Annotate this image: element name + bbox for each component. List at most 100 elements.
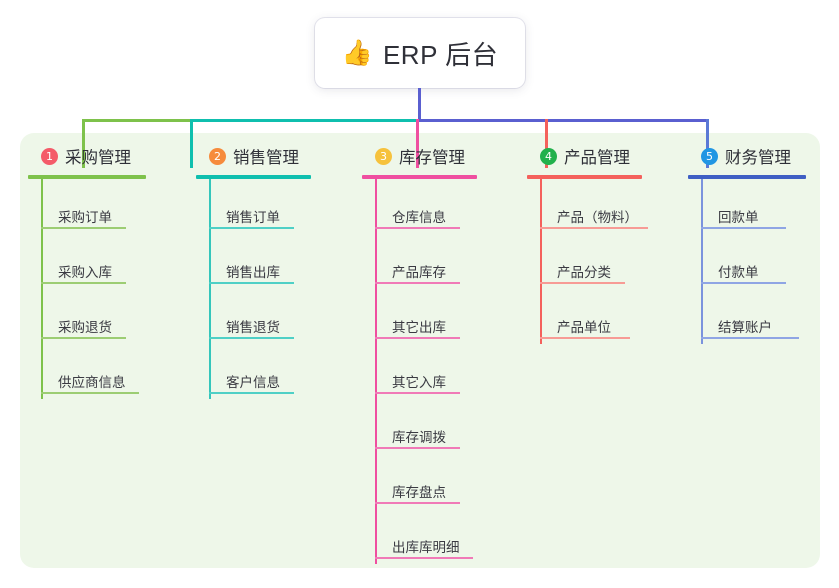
leaf-rule bbox=[540, 337, 630, 339]
branch-title-5: 财务管理 bbox=[725, 149, 791, 167]
list-item[interactable]: 付款单 bbox=[688, 234, 838, 289]
list-item[interactable]: 库存调拨 bbox=[362, 399, 532, 454]
branch-column-2[interactable]: 2 销售管理 销售订单 销售出库 销售退货 客户信息 bbox=[196, 143, 356, 399]
leaf-rule bbox=[209, 392, 294, 394]
leaf-label: 库存调拨 bbox=[392, 430, 446, 445]
branch-column-5[interactable]: 5 财务管理 回款单 付款单 结算账户 bbox=[688, 143, 838, 344]
branch-rule-4 bbox=[527, 175, 642, 179]
branch-column-3[interactable]: 3 库存管理 仓库信息 产品库存 其它出库 其它入库 库存调拨 bbox=[362, 143, 532, 564]
root-title: ERP 后台 bbox=[382, 39, 499, 70]
list-item[interactable]: 销售订单 bbox=[196, 179, 356, 234]
leaf-label: 回款单 bbox=[718, 210, 759, 225]
leaf-label: 产品单位 bbox=[557, 320, 611, 335]
branch-drop-1 bbox=[82, 119, 85, 168]
leaf-label: 结算账户 bbox=[718, 320, 772, 335]
diagram-panel bbox=[20, 133, 820, 568]
leaf-label: 其它出库 bbox=[392, 320, 446, 335]
leaf-rule bbox=[701, 282, 786, 284]
list-item[interactable]: 产品单位 bbox=[527, 289, 702, 344]
leaf-label: 产品分类 bbox=[557, 265, 611, 280]
branch-spine-2 bbox=[209, 179, 211, 399]
root-node[interactable]: 👍 ERP 后台 bbox=[315, 18, 525, 88]
leaf-rule bbox=[375, 337, 460, 339]
trunk-segment-2 bbox=[190, 119, 418, 122]
leaf-rule bbox=[701, 227, 786, 229]
list-item[interactable]: 采购订单 bbox=[28, 179, 188, 234]
branch-title-2: 销售管理 bbox=[233, 149, 299, 167]
list-item[interactable]: 出库库明细 bbox=[362, 509, 532, 564]
branch-items-2: 销售订单 销售出库 销售退货 客户信息 bbox=[196, 179, 356, 399]
branch-title-4: 产品管理 bbox=[564, 149, 630, 167]
branch-column-4[interactable]: 4 产品管理 产品（物料） 产品分类 产品单位 bbox=[527, 143, 702, 344]
leaf-rule bbox=[209, 337, 294, 339]
list-item[interactable]: 其它出库 bbox=[362, 289, 532, 344]
leaf-rule bbox=[375, 392, 460, 394]
leaf-rule bbox=[540, 227, 648, 229]
list-item[interactable]: 产品（物料） bbox=[527, 179, 702, 234]
root-node-content: 👍 ERP 后台 bbox=[342, 35, 498, 72]
branch-header-3[interactable]: 3 库存管理 bbox=[362, 143, 532, 169]
leaf-rule bbox=[375, 227, 460, 229]
leaf-rule bbox=[375, 447, 460, 449]
branch-spine-4 bbox=[540, 179, 542, 344]
branch-header-4[interactable]: 4 产品管理 bbox=[527, 143, 702, 169]
leaf-label: 供应商信息 bbox=[58, 375, 126, 390]
list-item[interactable]: 销售退货 bbox=[196, 289, 356, 344]
branch-spine-1 bbox=[41, 179, 43, 399]
list-item[interactable]: 采购退货 bbox=[28, 289, 188, 344]
leaf-rule bbox=[41, 392, 139, 394]
list-item[interactable]: 其它入库 bbox=[362, 344, 532, 399]
trunk-segment-3 bbox=[416, 119, 708, 122]
branch-drop-4 bbox=[545, 119, 548, 168]
list-item[interactable]: 采购入库 bbox=[28, 234, 188, 289]
list-item[interactable]: 销售出库 bbox=[196, 234, 356, 289]
branch-badge-5: 5 bbox=[701, 147, 718, 165]
leaf-label: 销售退货 bbox=[226, 320, 280, 335]
leaf-rule bbox=[701, 337, 799, 339]
branch-spine-3 bbox=[375, 179, 377, 564]
branch-spine-5 bbox=[701, 179, 703, 344]
branch-rule-1 bbox=[28, 175, 146, 179]
branch-badge-4: 4 bbox=[540, 147, 557, 165]
branch-drop-3 bbox=[416, 119, 419, 168]
list-item[interactable]: 产品分类 bbox=[527, 234, 702, 289]
list-item[interactable]: 供应商信息 bbox=[28, 344, 188, 399]
leaf-rule bbox=[41, 227, 126, 229]
thumbs-up-icon: 👍 bbox=[341, 38, 373, 67]
leaf-label: 其它入库 bbox=[392, 375, 446, 390]
branch-badge-3: 3 bbox=[375, 147, 392, 165]
leaf-rule bbox=[375, 557, 473, 559]
list-item[interactable]: 仓库信息 bbox=[362, 179, 532, 234]
list-item[interactable]: 产品库存 bbox=[362, 234, 532, 289]
leaf-label: 客户信息 bbox=[226, 375, 280, 390]
list-item[interactable]: 结算账户 bbox=[688, 289, 838, 344]
list-item[interactable]: 客户信息 bbox=[196, 344, 356, 399]
branch-rule-3 bbox=[362, 175, 477, 179]
branch-header-1[interactable]: 1 采购管理 bbox=[28, 143, 188, 169]
leaf-label: 付款单 bbox=[718, 265, 759, 280]
leaf-rule bbox=[375, 502, 460, 504]
branch-column-1[interactable]: 1 采购管理 采购订单 采购入库 采购退货 供应商信息 bbox=[28, 143, 188, 399]
leaf-label: 仓库信息 bbox=[392, 210, 446, 225]
branch-drop-2 bbox=[190, 119, 193, 168]
leaf-label: 销售订单 bbox=[226, 210, 280, 225]
leaf-label: 采购订单 bbox=[58, 210, 112, 225]
leaf-label: 采购入库 bbox=[58, 265, 112, 280]
leaf-label: 库存盘点 bbox=[392, 485, 446, 500]
root-stem-connector bbox=[418, 88, 421, 121]
trunk-segment-1 bbox=[82, 119, 192, 122]
branch-header-2[interactable]: 2 销售管理 bbox=[196, 143, 356, 169]
branch-header-5[interactable]: 5 财务管理 bbox=[688, 143, 838, 169]
leaf-rule bbox=[41, 282, 126, 284]
leaf-rule bbox=[375, 282, 460, 284]
branch-badge-2: 2 bbox=[209, 147, 226, 165]
leaf-rule bbox=[41, 337, 126, 339]
list-item[interactable]: 回款单 bbox=[688, 179, 838, 234]
leaf-label: 产品库存 bbox=[392, 265, 446, 280]
branch-badge-1: 1 bbox=[41, 147, 58, 165]
branch-items-4: 产品（物料） 产品分类 产品单位 bbox=[527, 179, 702, 344]
list-item[interactable]: 库存盘点 bbox=[362, 454, 532, 509]
leaf-label: 销售出库 bbox=[226, 265, 280, 280]
branch-items-1: 采购订单 采购入库 采购退货 供应商信息 bbox=[28, 179, 188, 399]
